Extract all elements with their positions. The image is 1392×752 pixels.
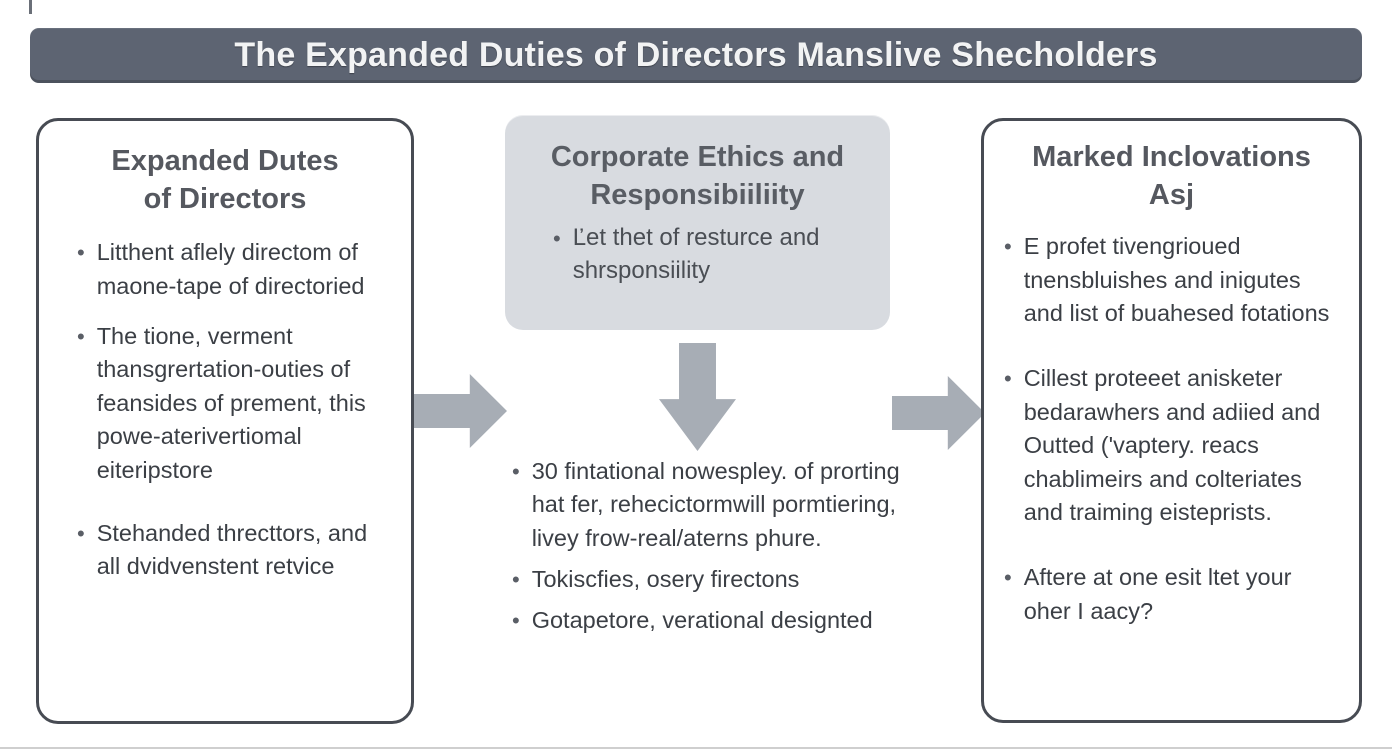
list-item-text: E profet tivengrioued tnensbluishes and … [1023, 233, 1330, 327]
right-panel-bullet-list: • E profet tivengrioued tnensbluishes an… [984, 220, 1359, 628]
left-panel-bullet-list: • Litthent aflely directom of maone-tape… [39, 224, 411, 583]
bullet-icon: • [77, 240, 85, 266]
middle-bullet-list: • 30 fintational nowespley. of prorting … [512, 455, 927, 646]
list-item-text: Aftere at one esit ltet your oher I aacy… [1023, 564, 1292, 624]
right-panel-marked-inclovations: Marked Inclovations Asj • E profet tiven… [981, 118, 1362, 723]
page-title: The Expanded Duties of Directors Mansliv… [234, 36, 1158, 74]
list-item-text: The tione, verment thansgrertation-outie… [96, 323, 366, 483]
middle-panel-heading: Corporate Ethics and Responsibiiliity [550, 141, 845, 211]
bullet-icon: • [1004, 366, 1012, 392]
list-item: • Stehanded threcttors, and all dvidvens… [77, 517, 385, 584]
list-item-text: Gotapetore, verational designted [531, 607, 873, 634]
bullet-icon: • [512, 567, 520, 593]
title-bar: The Expanded Duties of Directors Mansliv… [30, 28, 1362, 83]
list-item: • E profet tivengrioued tnensbluishes an… [1004, 230, 1341, 330]
list-item: • 30 fintational nowespley. of prorting … [512, 455, 927, 555]
list-item: • Aftere at one esit ltet your oher I aa… [1004, 561, 1341, 628]
bullet-icon: • [77, 324, 85, 350]
arrow-right-icon [892, 376, 985, 450]
list-item: • Gotapetore, verational designted [512, 604, 927, 637]
bullet-icon: • [512, 459, 520, 484]
list-item: • The tione, verment thansgrertation-out… [77, 320, 385, 487]
right-panel-heading: Marked Inclovations Asj [1032, 141, 1311, 211]
arrow-right-icon [414, 374, 507, 448]
list-item: • Litthent aflely directom of maone-tape… [77, 236, 385, 303]
scan-artifact-bottom-line [0, 747, 1392, 749]
list-item-text: Ľet thet of resturce and shrsponsiility [572, 224, 820, 284]
left-panel-heading: Expanded Dutes of Directors [111, 145, 339, 215]
bullet-icon: • [77, 520, 85, 546]
arrow-down-icon [659, 343, 736, 451]
bullet-icon: • [512, 608, 520, 634]
list-item: • Tokiscfies, osery firectons [512, 563, 927, 596]
list-item-text: Tokiscfies, osery firectons [531, 566, 800, 593]
middle-panel-corporate-ethics: Corporate Ethics and Responsibiiliity • … [505, 115, 890, 330]
list-item: • Ľet thet of resturce and shrsponsiilit… [553, 222, 870, 287]
list-item: • Cillest proteeet anisketer bedarawhers… [1004, 362, 1341, 529]
list-item-text: Cillest proteeet anisketer bedarawhers a… [1023, 365, 1321, 525]
list-item-text: 30 fintational nowespley. of prorting ha… [531, 458, 900, 551]
list-item-text: Litthent aflely directom of maone-tape o… [96, 239, 365, 299]
scan-artifact-tick [29, 0, 32, 14]
list-item-text: Stehanded threcttors, and all dvidvenste… [96, 519, 368, 580]
left-panel-expanded-duties: Expanded Dutes of Directors • Litthent a… [36, 118, 414, 724]
bullet-icon: • [1004, 234, 1012, 260]
bullet-icon: • [1004, 565, 1012, 591]
bullet-icon: • [553, 226, 561, 252]
